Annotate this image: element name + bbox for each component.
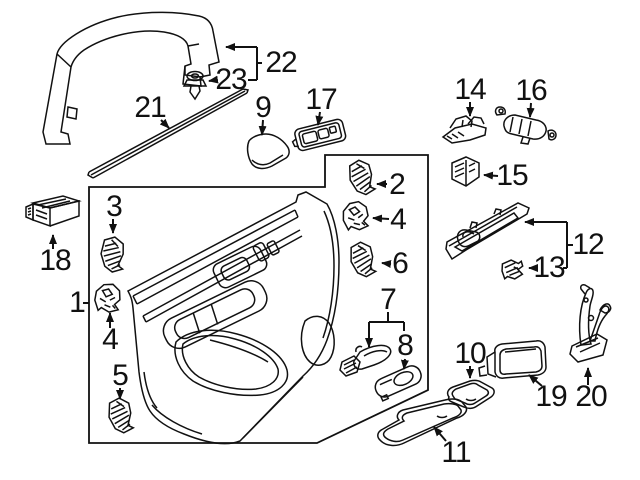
leader-lines [49, 43, 592, 442]
part-5-clip [108, 397, 135, 434]
callout-8: 8 [397, 329, 414, 362]
leader-17 [315, 111, 324, 126]
callout-16: 16 [515, 74, 547, 107]
leader-8 [400, 358, 409, 370]
callout-23: 23 [215, 63, 247, 96]
part-7-inside-handle [339, 344, 392, 377]
part-9-sail-trim [246, 133, 290, 170]
part-16-lock-actuator [494, 106, 557, 145]
leader-19 [528, 374, 543, 387]
callout-3: 3 [106, 190, 123, 223]
part-13-clip [501, 259, 524, 281]
callout-13: 13 [533, 251, 565, 284]
callout-7: 7 [380, 283, 397, 316]
callout-1: 1 [69, 286, 86, 319]
part-8-handle-bezel [374, 365, 422, 402]
bracket-12-13 [563, 222, 573, 269]
part-10-pocket-mat [446, 379, 495, 410]
part-4-left-clip [94, 283, 121, 313]
leader-11 [433, 426, 447, 442]
part-21-belt-molding [87, 88, 249, 179]
bracket-7 [369, 312, 405, 331]
leader-21 [159, 118, 170, 129]
callout-12: 12 [572, 228, 604, 261]
callout-20: 20 [575, 380, 607, 413]
bracket-22-23 [248, 47, 262, 81]
part-12-pull-trim-panel [445, 202, 530, 261]
part-19-storage-bin [478, 340, 547, 379]
part-2-clip [348, 159, 377, 196]
part-6-clip [350, 241, 378, 278]
leader-15 [483, 171, 499, 180]
part-18-switch-module [25, 195, 82, 228]
callout-11: 11 [441, 436, 471, 469]
leader-6 [381, 260, 392, 268]
part-3-clip [100, 236, 125, 273]
callout-22: 22 [265, 46, 297, 79]
leader-4-right [372, 214, 390, 223]
callout-21: 21 [134, 91, 166, 124]
part-11-floor-mat [377, 398, 468, 447]
callout-18: 18 [39, 244, 71, 277]
callout-2: 2 [389, 168, 406, 201]
callout-15: 15 [496, 159, 528, 192]
callout-10: 10 [454, 337, 486, 370]
part-15-switch [451, 156, 480, 187]
callout-9: 9 [255, 91, 272, 124]
callout-4-left: 4 [102, 323, 119, 356]
callout-19: 19 [535, 380, 567, 413]
callout-14: 14 [454, 73, 486, 106]
part-23-retainer-clip [182, 70, 208, 101]
part-14-window-switch [441, 115, 487, 144]
callout-4-right: 4 [390, 203, 407, 236]
leader-9 [258, 119, 267, 136]
leader-23 [208, 75, 219, 84]
part-4-right-clip [342, 200, 370, 232]
callout-6: 6 [392, 247, 409, 280]
leader-16 [526, 102, 535, 118]
door-trim-panel-drawing [127, 191, 340, 445]
callout-17: 17 [305, 83, 337, 116]
callout-5: 5 [112, 359, 129, 392]
part-1-assembly-box [88, 154, 429, 444]
part-20-latch-bracket [569, 284, 612, 363]
